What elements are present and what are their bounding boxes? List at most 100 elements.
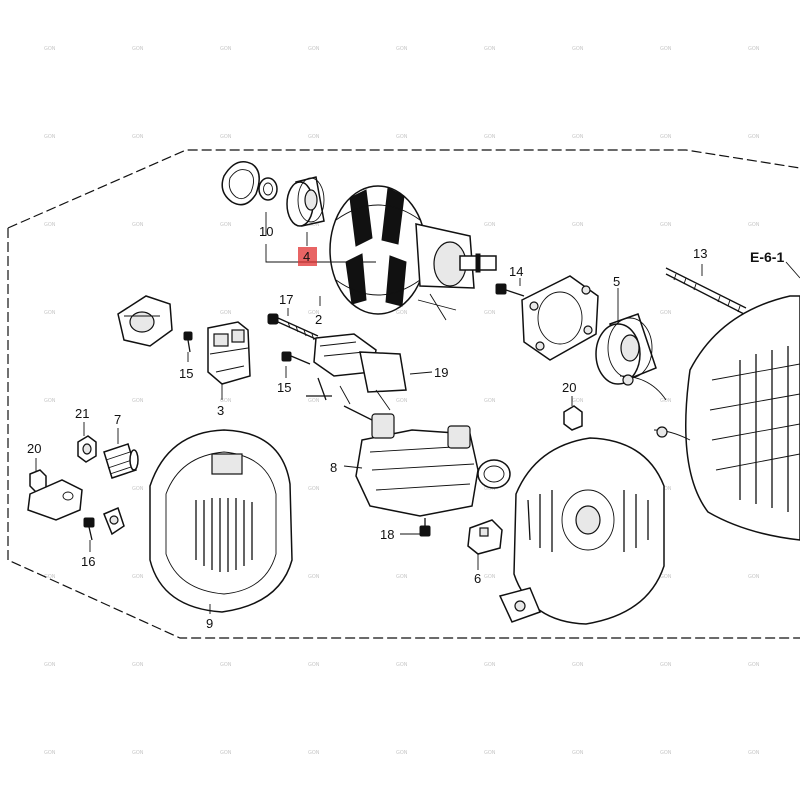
watermark-mark: GON — [220, 398, 232, 404]
watermark-mark: GON — [308, 398, 320, 404]
watermark-mark: GON — [308, 486, 320, 492]
callout-16[interactable]: 16 — [81, 554, 95, 569]
watermark-mark: GON — [132, 574, 144, 580]
watermark-mark: GON — [660, 662, 672, 668]
watermark-mark: GON — [308, 750, 320, 756]
callout-20-right[interactable]: 20 — [562, 380, 576, 395]
watermark-mark: GON — [44, 310, 56, 316]
wire-terminal[interactable] — [103, 506, 125, 536]
callout-15-middle[interactable]: 15 — [277, 380, 291, 395]
watermark-mark: GON — [132, 398, 144, 404]
watermark-layer: GON GON GON GON GON GON GON GON GON GON GON GON GON G… — [44, 46, 760, 756]
watermark-mark: GON — [44, 46, 56, 52]
snap-ring[interactable] — [477, 459, 511, 489]
watermark-mark: GON — [220, 662, 232, 668]
connector-clip[interactable] — [467, 519, 503, 555]
watermark-mark: GON — [44, 662, 56, 668]
watermark-mark: GON — [220, 750, 232, 756]
screw-left[interactable] — [183, 331, 193, 353]
watermark-mark: GON — [44, 222, 56, 228]
watermark-mark: GON — [484, 310, 496, 316]
watermark-mark: GON — [484, 486, 496, 492]
watermark-mark: GON — [308, 222, 320, 228]
callout-20-left[interactable]: 20 — [27, 441, 41, 456]
nut-right[interactable] — [563, 405, 583, 431]
callout-9[interactable]: 9 — [206, 616, 213, 631]
watermark-mark: GON — [396, 46, 408, 52]
callout-2[interactable]: 2 — [315, 312, 322, 327]
callout-7[interactable]: 7 — [114, 412, 121, 427]
watermark-mark: GON — [132, 46, 144, 52]
watermark-mark: GON — [748, 574, 760, 580]
rear-cover[interactable] — [149, 429, 293, 613]
rotor-bearing[interactable] — [286, 176, 325, 227]
watermark-mark: GON — [748, 46, 760, 52]
watermark-mark: GON — [572, 134, 584, 140]
watermark-mark: GON — [748, 222, 760, 228]
watermark-mark: GON — [132, 662, 144, 668]
watermark-mark: GON — [748, 750, 760, 756]
front-bearing[interactable] — [595, 313, 657, 385]
watermark-mark: GON — [396, 310, 408, 316]
callout-4[interactable]: 4 — [303, 249, 310, 264]
screw-middle[interactable] — [281, 351, 311, 365]
front-housing[interactable] — [498, 437, 665, 625]
bolt-small[interactable] — [83, 517, 95, 541]
callout-10[interactable]: 10 — [259, 224, 273, 239]
watermark-mark: GON — [44, 398, 56, 404]
callout-13[interactable]: 13 — [693, 246, 707, 261]
watermark-mark: GON — [132, 750, 144, 756]
alternator-assembly[interactable] — [619, 295, 800, 541]
rectifier[interactable] — [343, 405, 479, 517]
callout-8[interactable]: 8 — [330, 460, 337, 475]
selected-part-highlight — [298, 247, 317, 266]
bearing-retainer-plate[interactable] — [521, 275, 599, 361]
watermark-mark: GON — [308, 662, 320, 668]
watermark-mark: GON — [220, 222, 232, 228]
support-plate[interactable] — [27, 479, 83, 521]
watermark-mark: GON — [396, 662, 408, 668]
brush-holder[interactable] — [306, 333, 407, 411]
callout-5[interactable]: 5 — [613, 274, 620, 289]
callout-14[interactable]: 14 — [509, 264, 523, 279]
watermark-mark: GON — [572, 750, 584, 756]
callout-17[interactable]: 17 — [279, 292, 293, 307]
terminal-boot[interactable] — [103, 443, 139, 479]
watermark-mark: GON — [396, 750, 408, 756]
watermark-mark: GON — [44, 574, 56, 580]
watermark-mark: GON — [308, 46, 320, 52]
callout-3[interactable]: 3 — [217, 403, 224, 418]
watermark-mark: GON — [308, 134, 320, 140]
watermark-mark: GON — [572, 662, 584, 668]
watermark-mark: GON — [396, 398, 408, 404]
nut[interactable] — [77, 435, 97, 463]
watermark-mark: GON — [484, 222, 496, 228]
watermark-mark: GON — [132, 486, 144, 492]
watermark-mark: GON — [484, 398, 496, 404]
terminal-insulator[interactable] — [207, 321, 251, 385]
seal-washer[interactable] — [258, 177, 278, 201]
watermark-mark: GON — [572, 398, 584, 404]
watermark-mark: GON — [132, 134, 144, 140]
watermark-mark: GON — [660, 574, 672, 580]
callout-6[interactable]: 6 — [474, 571, 481, 586]
stud-bolt[interactable] — [665, 267, 747, 315]
watermark-mark: GON — [660, 750, 672, 756]
section-reference-label[interactable]: E-6-1 — [750, 249, 784, 265]
long-bolt[interactable] — [267, 313, 319, 341]
watermark-mark: GON — [660, 310, 672, 316]
rotor-assembly[interactable] — [329, 185, 497, 321]
watermark-mark: GON — [44, 750, 56, 756]
callout-15-left[interactable]: 15 — [179, 366, 193, 381]
assembly-frame — [7, 149, 800, 639]
gasket-ring[interactable] — [221, 161, 260, 206]
callout-19[interactable]: 19 — [434, 365, 448, 380]
watermark-mark: GON — [660, 134, 672, 140]
bolt-14[interactable] — [495, 283, 525, 297]
callout-18[interactable]: 18 — [380, 527, 394, 542]
callout-21[interactable]: 21 — [75, 406, 89, 421]
mount-bracket[interactable] — [117, 295, 173, 347]
watermark-mark: GON — [220, 134, 232, 140]
screw-lower[interactable] — [419, 518, 431, 537]
watermark-mark: GON — [484, 662, 496, 668]
